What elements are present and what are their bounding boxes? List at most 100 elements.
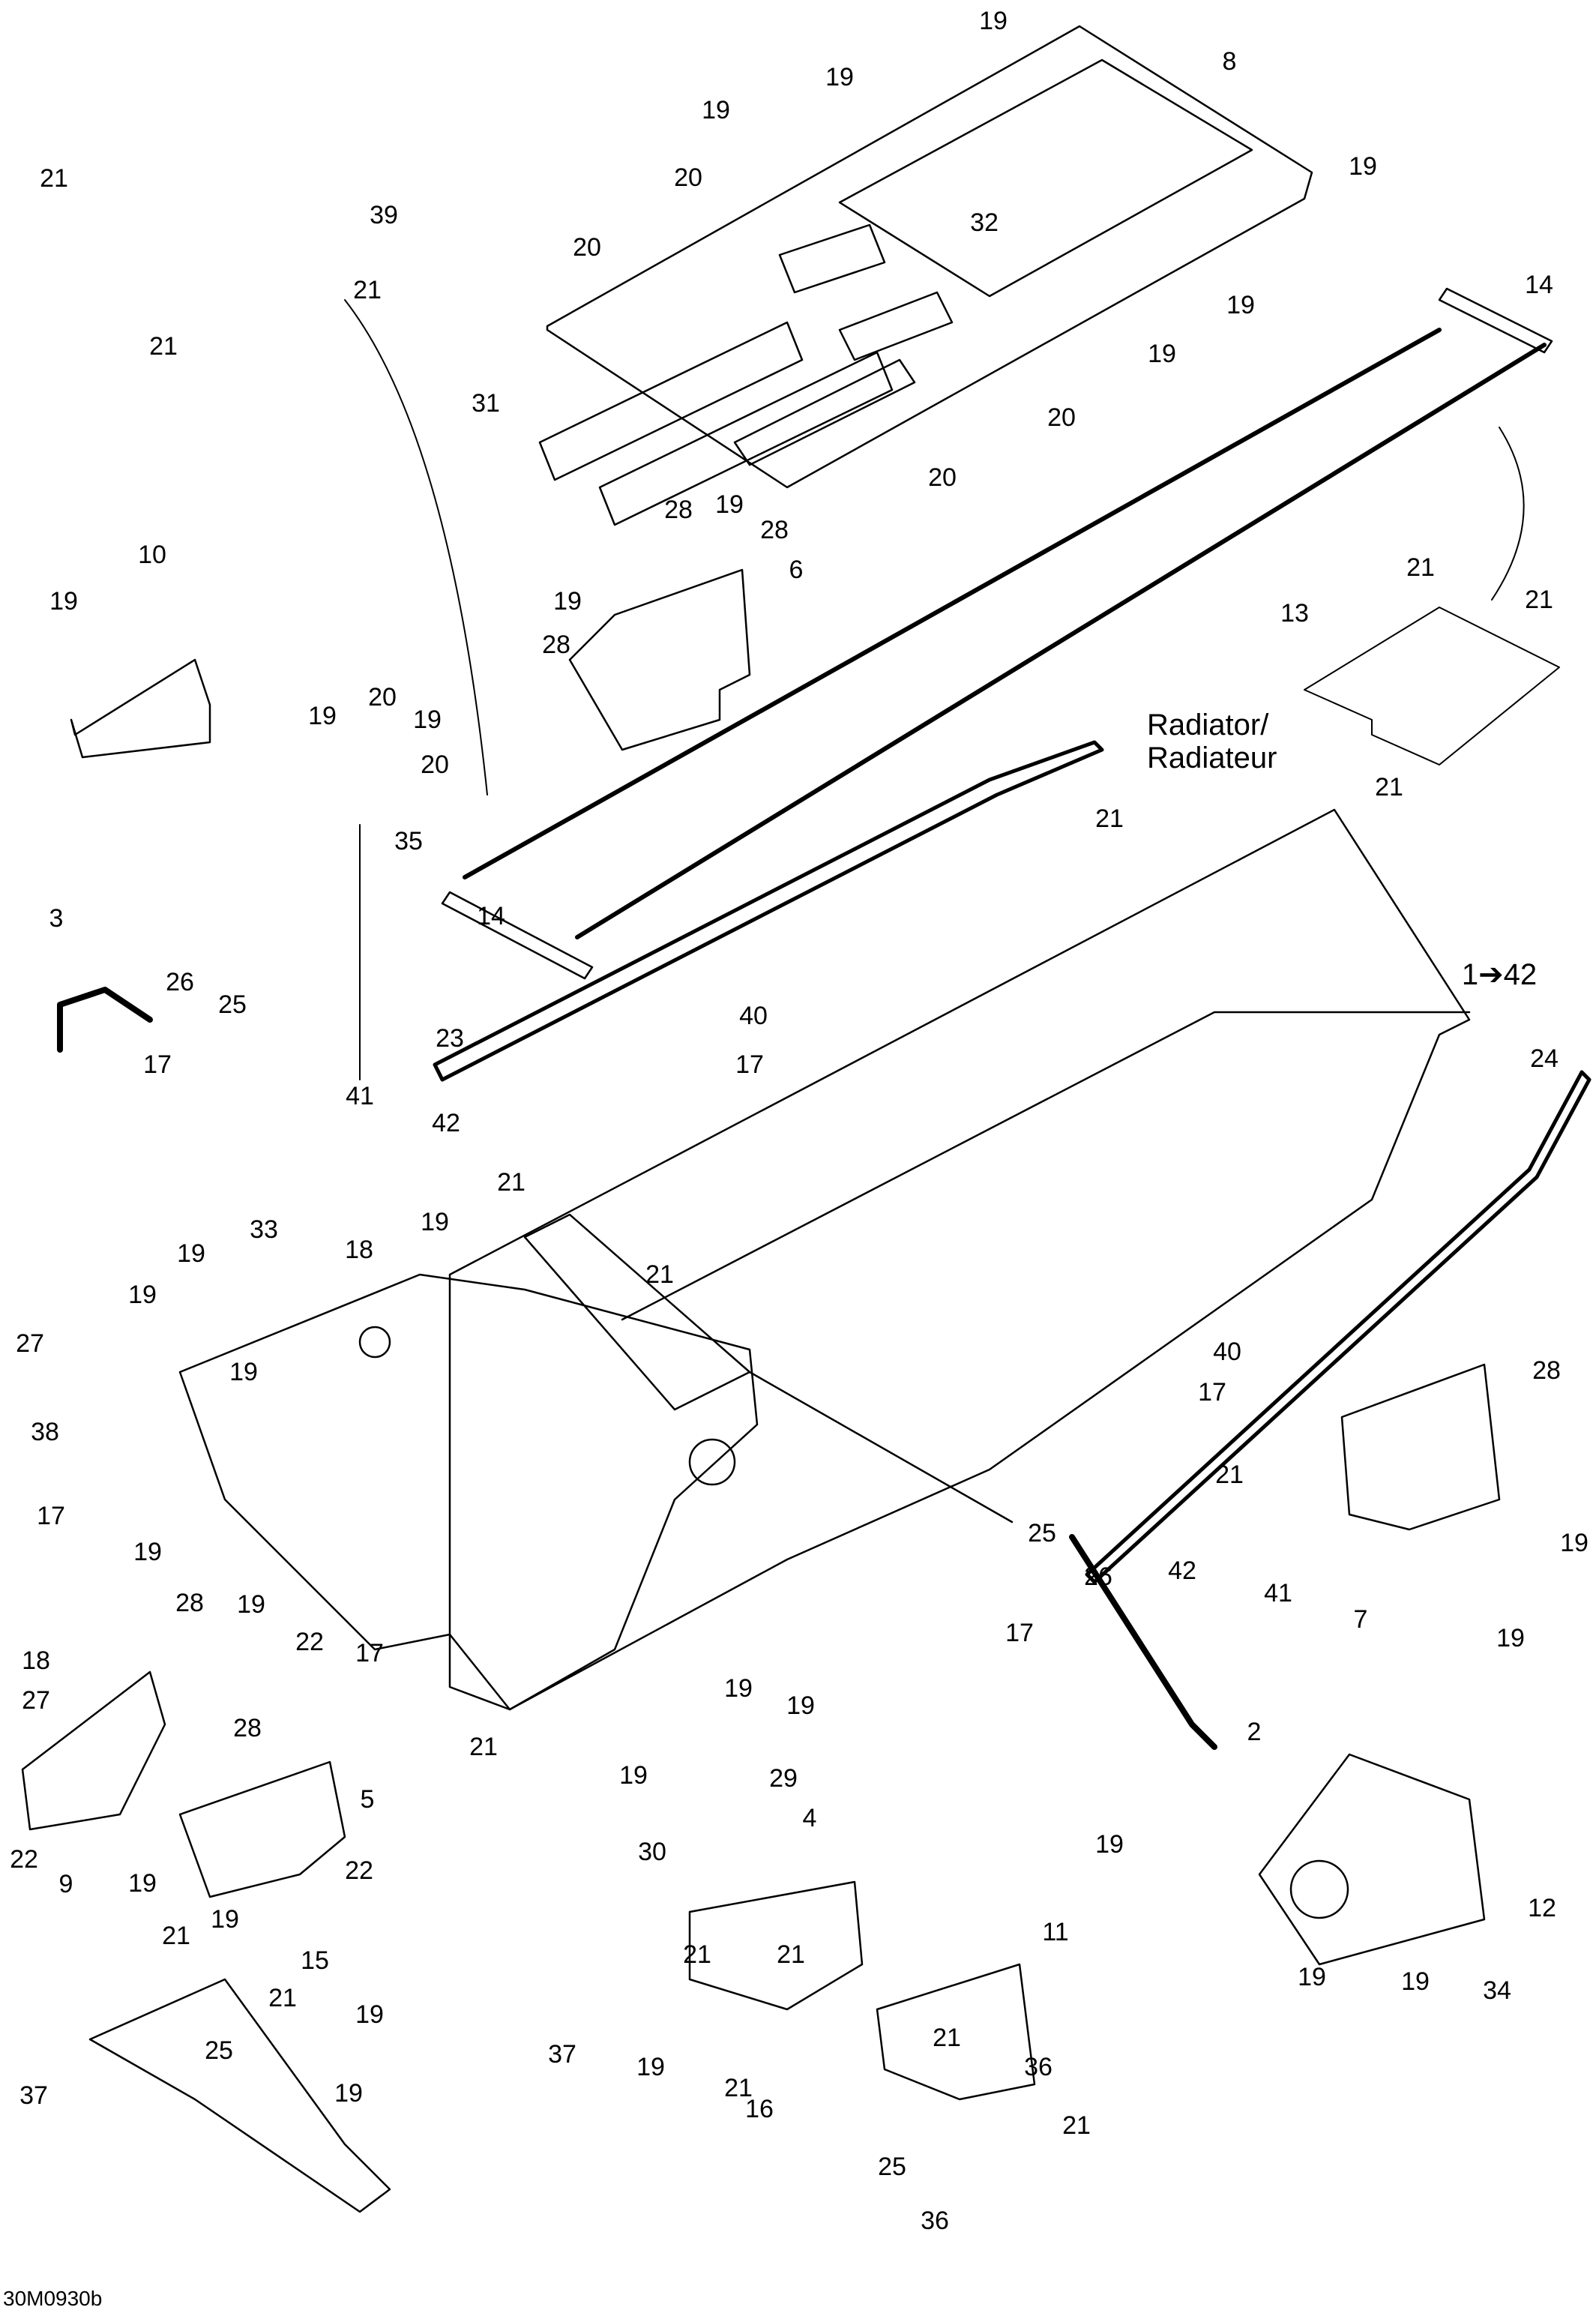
callout-14: 14	[1525, 271, 1553, 299]
callout-33: 33	[250, 1215, 278, 1244]
callout-19: 19	[229, 1358, 258, 1386]
callout-28: 28	[175, 1589, 204, 1617]
callout-38: 38	[31, 1418, 59, 1446]
callout-22: 22	[295, 1628, 324, 1656]
callout-42: 42	[1168, 1556, 1196, 1585]
callout-42: 42	[432, 1109, 460, 1137]
callout-29: 4	[802, 1804, 817, 1832]
part-24-rail	[1085, 1070, 1592, 1584]
callout-20: 20	[421, 751, 449, 779]
callout-28: 28	[542, 631, 570, 659]
callout-19: 19	[177, 1239, 205, 1268]
callout-19: 19	[308, 702, 337, 730]
callout-19: 19	[825, 63, 854, 91]
callout-19: 21	[162, 1922, 190, 1950]
callout-22: 9	[58, 1870, 73, 1898]
callout-21: 21	[777, 1940, 805, 1969]
callout-17: 18	[22, 1646, 50, 1675]
callout-17: 17	[1005, 1619, 1034, 1647]
callout-25: 36	[921, 2207, 949, 2235]
callout-30: 19	[1095, 1830, 1124, 1859]
callout-9: 5	[360, 1785, 375, 1814]
callout-19: 19	[715, 490, 744, 519]
callout-40: 40	[739, 1002, 768, 1030]
callout-19: 22	[345, 1856, 373, 1885]
callout-17: 17	[143, 1050, 172, 1079]
callout-6: 6	[789, 556, 804, 584]
part-6-plate	[568, 568, 751, 751]
callout-35: 35	[394, 827, 423, 855]
callout-11: 12	[1528, 1894, 1556, 1922]
callout-15: 21	[683, 1940, 711, 1969]
callout-19: 19	[1349, 152, 1377, 181]
callout-12: 15	[301, 1946, 329, 1975]
radiator-label-en: Radiator/	[1147, 709, 1269, 742]
callout-19: 19	[786, 1691, 815, 1720]
callout-41: 41	[1264, 1579, 1292, 1607]
part-2-bracket	[21, 1670, 166, 1831]
callout-40: 40	[1213, 1338, 1241, 1366]
part-32-plates	[778, 223, 954, 361]
callout-23: 23	[436, 1024, 464, 1053]
radiator-label: Radiator/ Radiateur	[1147, 709, 1277, 774]
drawing-code: 30M0930b	[3, 2287, 103, 2310]
callout-21: 11	[1042, 1918, 1069, 1946]
callout-19: 19	[237, 1590, 265, 1619]
callout-21: 16	[745, 2095, 774, 2123]
assembly-arrow	[344, 299, 488, 795]
part-8-tunnel-top	[546, 25, 1313, 489]
part-23-rail	[433, 740, 1104, 1082]
callout-20: 20	[573, 233, 601, 262]
callout-27: 28	[233, 1714, 262, 1742]
callout-21: 21	[645, 1260, 674, 1289]
callout-19: 19	[413, 706, 442, 734]
callout-28: 17	[355, 1639, 384, 1667]
callout-20: 20	[368, 683, 397, 712]
callout-10: 10	[138, 541, 166, 569]
callout-14: 14	[477, 902, 505, 930]
callout-21: 21	[1215, 1461, 1244, 1489]
part-10-plate	[70, 658, 211, 759]
callout-28: 28	[760, 516, 789, 544]
callout-32: 32	[970, 208, 999, 237]
callout-4: 2	[1247, 1718, 1262, 1746]
callout-20: 20	[674, 163, 702, 192]
part-4-handle	[1069, 1534, 1217, 1750]
part-9-bracket	[178, 1760, 346, 1898]
callout-16: 36	[1024, 2053, 1053, 2081]
callout-21: 21	[268, 1984, 297, 2012]
part-16-bracket	[876, 1963, 1036, 2101]
callout-21: 19	[355, 2000, 384, 2029]
callout-36: 37	[19, 2081, 48, 2110]
callout-27: 27	[16, 1329, 44, 1358]
callout-3: 3	[49, 904, 64, 933]
callout-24: 24	[1530, 1044, 1559, 1073]
callout-5: 19	[619, 1761, 648, 1790]
part-15-bracket	[688, 1880, 864, 2011]
callout-7: 7	[1353, 1605, 1368, 1634]
callout-26: 26	[1084, 1562, 1112, 1591]
range-label: 1➔42	[1461, 958, 1538, 991]
callout-25: 25	[1028, 1519, 1056, 1547]
callout-17: 19	[724, 1674, 753, 1703]
callout-19: 21	[1062, 2111, 1091, 2140]
callout-19: 19	[1496, 1624, 1525, 1652]
callout-21: 21	[40, 164, 68, 193]
callout-39: 39	[370, 201, 398, 229]
callout-21: 21	[149, 332, 178, 361]
callout-19: 19	[421, 1208, 449, 1236]
callout-25: 25	[218, 990, 247, 1019]
callout-37: 19	[334, 2079, 363, 2108]
part-13-rails	[463, 328, 1547, 939]
callout-25: 19	[636, 2053, 665, 2081]
callout-19: 19	[553, 587, 582, 616]
callout-19: 19	[49, 587, 78, 616]
callout-18: 27	[22, 1686, 50, 1715]
callout-41: 41	[346, 1082, 374, 1110]
callout-19: 19	[128, 1281, 157, 1309]
callout-8: 8	[1222, 47, 1237, 76]
callout-20: 20	[928, 463, 957, 492]
part-31-angles	[538, 321, 916, 526]
callout-19: 19	[1148, 340, 1176, 368]
